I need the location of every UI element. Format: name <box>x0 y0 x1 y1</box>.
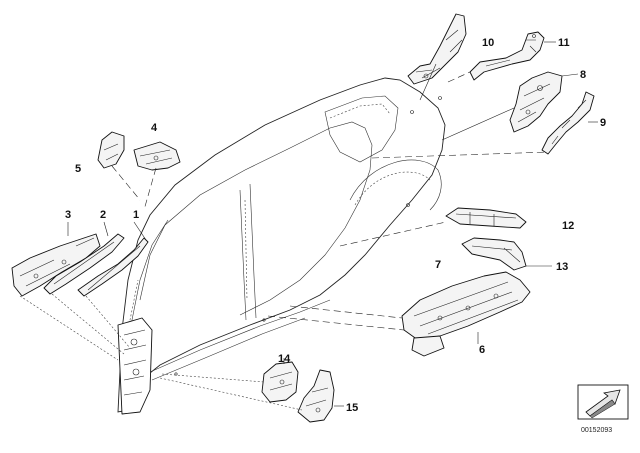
callout-5: 5 <box>75 163 81 175</box>
callout-10: 10 <box>482 37 494 49</box>
callout-8: 8 <box>580 69 586 81</box>
callout-2: 2 <box>100 209 106 221</box>
callout-labels: 1 2 3 4 5 6 7 8 9 10 11 12 13 14 15 <box>65 37 606 414</box>
callout-7: 7 <box>435 259 441 271</box>
callout-1: 1 <box>133 209 139 221</box>
part-11-reinforcement <box>469 31 545 81</box>
part-3-reinforcement <box>11 233 101 297</box>
document-id: 00152093 <box>581 427 612 434</box>
callout-11: 11 <box>558 37 570 49</box>
part-14-bracket <box>261 361 299 403</box>
callout-14: 14 <box>278 353 291 365</box>
callout-6: 6 <box>479 344 485 356</box>
callout-12: 12 <box>562 220 574 232</box>
part-9-curved-bracket <box>541 91 595 155</box>
part-12-bracket <box>445 207 527 229</box>
callout-4: 4 <box>151 122 158 134</box>
orientation-arrow-box: 00152093 <box>577 384 629 434</box>
part-10-bracket <box>407 13 467 85</box>
callout-15: 15 <box>346 402 358 414</box>
part-4-bracket <box>133 141 181 171</box>
part-1-reinforcement <box>77 237 149 297</box>
body-side-frame <box>117 77 446 415</box>
part-5-bracket <box>97 131 125 169</box>
part-13-bracket <box>461 237 527 271</box>
callout-3: 3 <box>65 209 71 221</box>
callout-9: 9 <box>600 117 606 129</box>
part-15-bracket <box>297 369 335 423</box>
part-2-strut <box>43 233 125 295</box>
part-6-floor-panel <box>401 271 531 357</box>
leader-lines <box>19 41 598 411</box>
part-8-quarter-insert <box>509 71 563 133</box>
callout-13: 13 <box>556 261 568 273</box>
